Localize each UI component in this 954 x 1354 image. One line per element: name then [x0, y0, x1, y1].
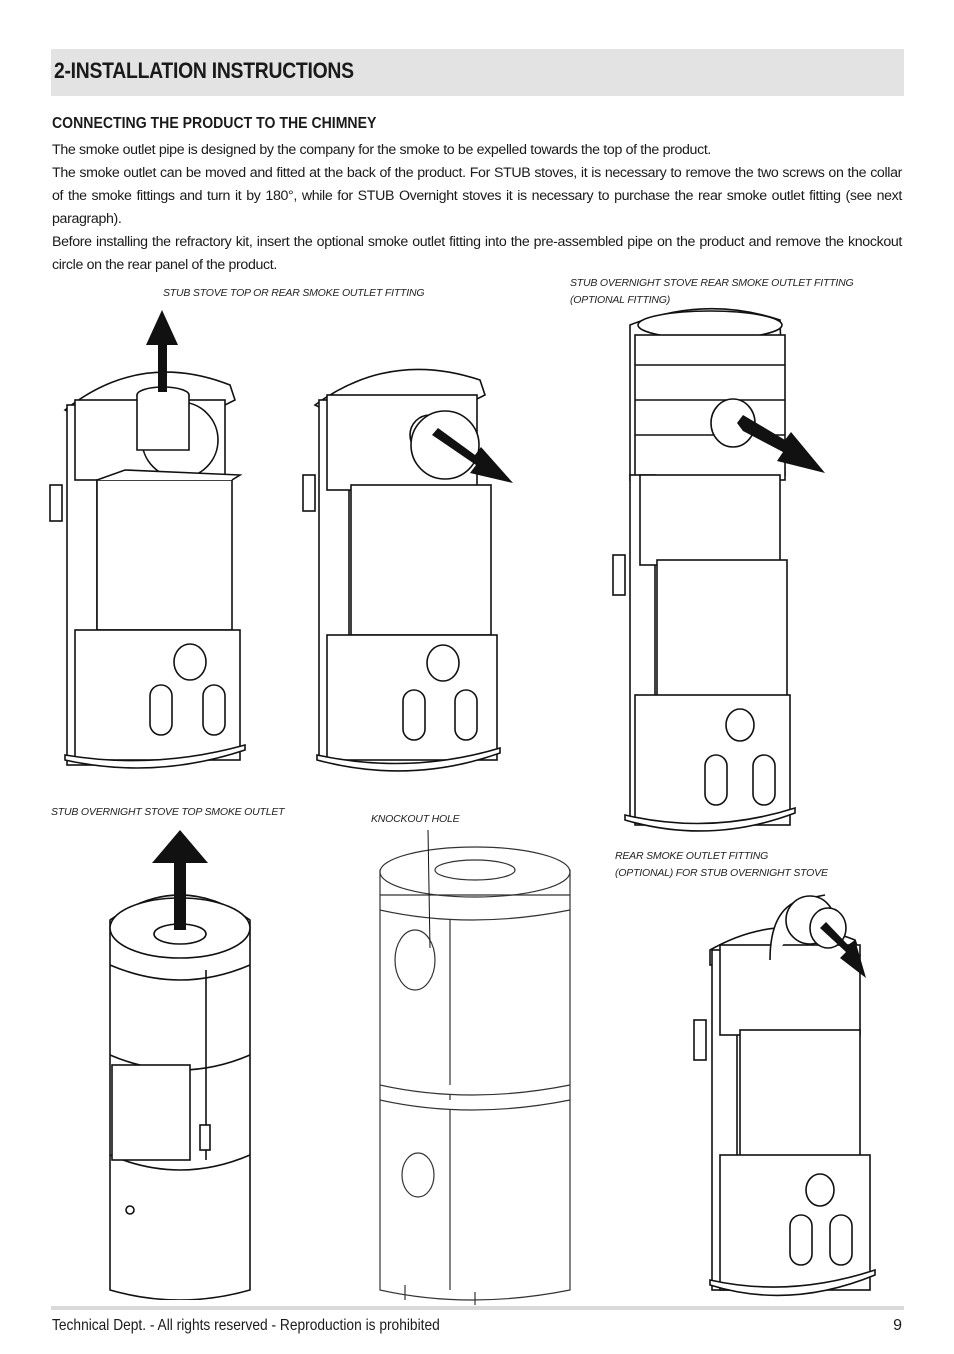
- footer-rule: [51, 1306, 904, 1310]
- caption-stub-overnight-rear: STUB OVERNIGHT STOVE REAR SMOKE OUTLET F…: [570, 277, 854, 306]
- caption-rear-optional-line1: REAR SMOKE OUTLET FITTING: [615, 850, 769, 862]
- caption-stub-top-rear: STUB STOVE TOP OR REAR SMOKE OUTLET FITT…: [163, 287, 425, 299]
- subsection-heading: CONNECTING THE PRODUCT TO THE CHIMNEY: [52, 115, 377, 132]
- paragraph-2: The smoke outlet can be moved and fitted…: [52, 165, 902, 227]
- section-header-bar: 2-INSTALLATION INSTRUCTIONS: [51, 49, 904, 96]
- stove-rear-outlet-drawing: [302, 368, 513, 772]
- knockout-leader-line: [427, 830, 431, 949]
- stove-overnight-rear-drawing: [612, 307, 825, 832]
- stove-rear-optional-drawing: [693, 894, 876, 1297]
- caption-rear-optional: REAR SMOKE OUTLET FITTING (OPTIONAL) FOR…: [615, 848, 828, 882]
- caption-knockout-hole: KNOCKOUT HOLE: [371, 813, 460, 825]
- figure-overnight-top-outlet: [100, 830, 260, 1300]
- footer-text: Technical Dept. - All rights reserved - …: [52, 1317, 440, 1334]
- figure-overnight-rear-outlet: [595, 305, 830, 845]
- paragraph-3: Before installing the refractory kit, in…: [52, 234, 902, 273]
- caption-stub-overnight-top: STUB OVERNIGHT STOVE TOP SMOKE OUTLET: [51, 806, 285, 818]
- figure-stub-top-outlet: [45, 300, 255, 790]
- figure-rear-optional-fitting: [680, 870, 880, 1305]
- stove-top-outlet-drawing: [49, 310, 246, 769]
- section-title: 2-INSTALLATION INSTRUCTIONS: [54, 58, 354, 83]
- stove-knockout-drawing: [379, 830, 571, 1305]
- figure-stub-rear-outlet: [295, 355, 520, 785]
- figure-knockout-hole: [370, 830, 580, 1305]
- paragraph-1: The smoke outlet pipe is designed by the…: [52, 142, 712, 158]
- body-text: The smoke outlet pipe is designed by the…: [52, 139, 902, 277]
- caption-rear-optional-line2: (OPTIONAL) FOR STUB OVERNIGHT STOVE: [615, 867, 828, 879]
- stove-overnight-top-drawing: [109, 830, 251, 1300]
- page-number: 9: [893, 1317, 902, 1334]
